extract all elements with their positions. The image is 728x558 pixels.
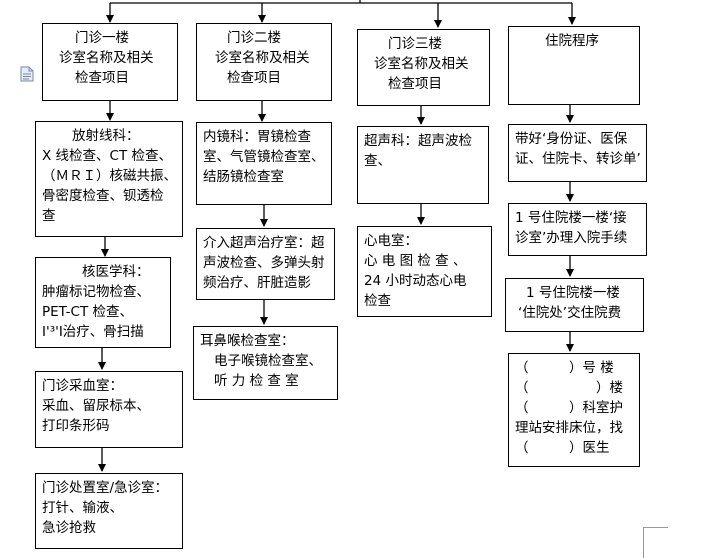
box-line: 打针、输液、 bbox=[42, 500, 123, 516]
box-line: 检查项目 bbox=[75, 70, 129, 86]
box-line: 采血、留尿标本、 bbox=[42, 398, 150, 414]
radiology-box: 放射线科： X 线检查、CT 检查、 （ＭＲＩ）核磁共振、 骨密度检查、钡透检 … bbox=[35, 121, 183, 237]
box-line: 打印条形码 bbox=[42, 418, 110, 434]
nuclear-medicine-box: 核医学科： 肿瘤标记物检查、 PET-CT 检查、 I'³'I治疗、骨扫描 bbox=[35, 257, 171, 348]
box-line: 1 号住院楼一楼 bbox=[526, 285, 620, 301]
box-line: 门诊二楼 bbox=[227, 30, 281, 46]
box-line: （ ）医生 bbox=[515, 440, 610, 456]
interventional-ultrasound-box: 介入超声治疗室：超 声波检查、多弹头射 频治疗、肝脏造影 bbox=[196, 228, 335, 300]
box-line: 诊室’办理入院手续 bbox=[515, 230, 628, 246]
box-line: 带好‘身份证、医保 bbox=[515, 131, 628, 147]
box-line: 诊室名称及相关 bbox=[59, 50, 154, 66]
box-line: 门诊一楼 bbox=[75, 30, 129, 46]
blood-collection-box: 门诊采血室： 采血、留尿标本、 打印条形码 bbox=[35, 371, 183, 448]
floor1-header-box: 门诊一楼 诊室名称及相关 检查项目 bbox=[42, 23, 178, 101]
box-line: 24 小时动态心电 bbox=[364, 273, 467, 289]
box-line: 证、住院卡、转诊单’ bbox=[515, 151, 641, 167]
box-line: 1 号住院楼一楼‘接 bbox=[515, 210, 627, 226]
box-line: I'³'I治疗、骨扫描 bbox=[42, 324, 144, 340]
box-line: 内镜科：胃镜检查 bbox=[203, 129, 311, 145]
box-line: 核医学科： bbox=[82, 264, 150, 280]
box-line: 门诊处置室/急诊室： bbox=[42, 480, 169, 496]
bed-assignment-box: （ ）号 楼 （ ）楼 （ ）科室护 理站安排床位，找 （ ）医生 bbox=[508, 353, 640, 467]
box-line: 放射线科： bbox=[72, 128, 140, 144]
page-corner-mark bbox=[643, 527, 668, 558]
endoscopy-box: 内镜科：胃镜检查 室、气管镜检查室、 结肠镜检查室 bbox=[196, 122, 332, 205]
box-line: 心 电 图 检 查 、 bbox=[364, 253, 467, 269]
box-line: 室、气管镜检查室、 bbox=[203, 149, 325, 165]
box-line: PET-CT 检查、 bbox=[42, 304, 134, 320]
document-icon bbox=[20, 66, 34, 82]
admission-header-box: 住院程序 bbox=[508, 26, 640, 105]
registration-box: 1 号住院楼一楼‘接 诊室’办理入院手续 bbox=[508, 203, 647, 256]
emergency-box: 门诊处置室/急诊室： 打针、输液、 急诊抢救 bbox=[35, 473, 183, 549]
box-line: 门诊三楼 bbox=[388, 36, 442, 52]
ultrasound-box: 超声科：超声波检 查、 bbox=[357, 126, 489, 204]
box-line: 查 bbox=[42, 208, 56, 224]
box-line: 检查项目 bbox=[388, 76, 442, 92]
box-line: 骨密度检查、钡透检 bbox=[42, 188, 164, 204]
bring-documents-box: 带好‘身份证、医保 证、住院卡、转诊单’ bbox=[508, 124, 647, 182]
payment-box: 1 号住院楼一楼 ‘住院处’交住院费 bbox=[505, 278, 644, 332]
box-line: （ ）号 楼 bbox=[515, 360, 614, 376]
box-line: ‘住院处’交住院费 bbox=[518, 305, 622, 321]
box-line: 检查 bbox=[364, 293, 391, 309]
box-line: 超声科：超声波检 bbox=[364, 133, 472, 149]
box-line: 电子喉镜检查室、 bbox=[214, 353, 322, 369]
ent-box: 耳鼻喉检查室： 电子喉镜检查室、 听 力 检 查 室 bbox=[193, 326, 338, 400]
box-line: 耳鼻喉检查室： bbox=[200, 333, 295, 349]
box-line: 理站安排床位，找 bbox=[515, 420, 623, 436]
box-line: 门诊采血室： bbox=[42, 378, 123, 394]
box-line: 住院程序 bbox=[545, 33, 599, 49]
box-line: 声波检查、多弹头射 bbox=[203, 255, 325, 271]
box-line: 检查项目 bbox=[227, 70, 281, 86]
box-line: X 线检查、CT 检查、 bbox=[42, 148, 173, 164]
box-line: 肿瘤标记物检查、 bbox=[42, 284, 150, 300]
box-line: 急诊抢救 bbox=[42, 520, 96, 536]
box-line: 介入超声治疗室：超 bbox=[203, 235, 325, 251]
box-line: （ＭＲＩ）核磁共振、 bbox=[42, 168, 177, 184]
floor3-header-box: 门诊三楼 诊室名称及相关 检查项目 bbox=[357, 29, 490, 106]
box-line: 听 力 检 查 室 bbox=[214, 373, 299, 389]
ecg-box: 心电室： 心 电 图 检 查 、 24 小时动态心电 检查 bbox=[357, 226, 492, 317]
box-line: 诊室名称及相关 bbox=[215, 50, 310, 66]
box-line: 结肠镜检查室 bbox=[203, 169, 284, 185]
box-line: 查、 bbox=[364, 153, 391, 169]
box-line: 心电室： bbox=[364, 233, 418, 249]
box-line: （ ）科室护 bbox=[515, 400, 623, 416]
floor2-header-box: 门诊二楼 诊室名称及相关 检查项目 bbox=[196, 23, 332, 101]
box-line: 诊室名称及相关 bbox=[374, 56, 469, 72]
box-line: （ ）楼 bbox=[515, 380, 623, 396]
box-line: 频治疗、肝脏造影 bbox=[203, 275, 311, 291]
